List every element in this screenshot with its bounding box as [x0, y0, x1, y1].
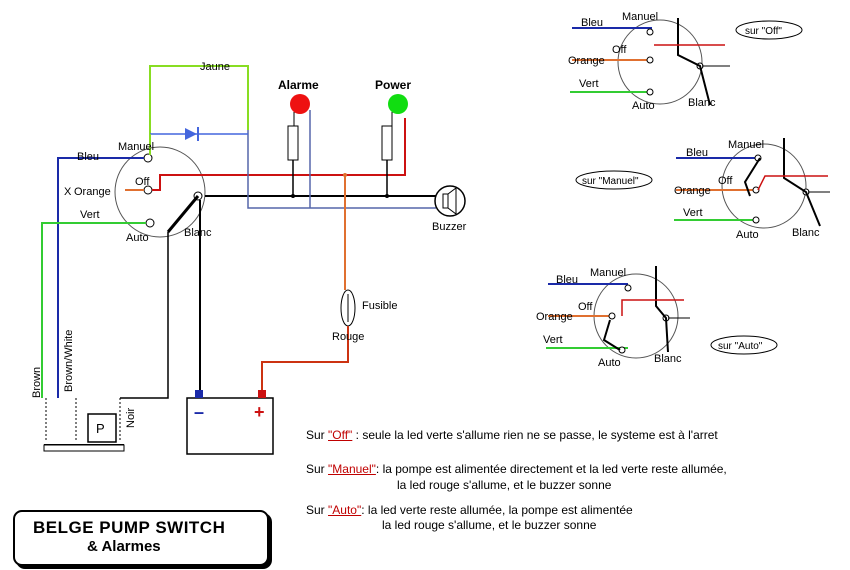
note-off: Sur "Off" : seule la led verte s'allume … [306, 428, 718, 442]
auto-label-auto: Auto [598, 357, 621, 369]
label-orange: Orange [74, 186, 111, 198]
label-vert: Vert [80, 209, 100, 221]
off-label-orange: Orange [568, 55, 605, 67]
label-brown: Brown [31, 367, 43, 398]
manuel-label-auto: Auto [736, 229, 759, 241]
label-noir: Noir [125, 407, 137, 428]
label-jaune: Jaune [200, 61, 230, 73]
note-off-text: : seule la led verte s'allume rien ne se… [352, 428, 718, 442]
main-switch-lever [166, 195, 200, 233]
manuel-label-blanc: Blanc [792, 227, 820, 239]
auto-label-off: Off [578, 301, 593, 313]
main-switch [114, 146, 206, 238]
manuel-state-label: sur "Manuel" [582, 176, 639, 187]
resistor-alarme [287, 125, 299, 161]
note-auto-text: : la led verte reste allumée, la pompe e… [361, 503, 633, 517]
label-power: Power [375, 78, 411, 92]
main-terminal-manuel [143, 153, 153, 163]
orange-cut-mark: X [64, 186, 72, 198]
manuel-label-orange: Orange [674, 185, 711, 197]
off-label-blanc: Blanc [688, 97, 716, 109]
off-label-manuel: Manuel [622, 11, 658, 23]
off-label-auto: Auto [632, 100, 655, 112]
auto-label-blanc: Blanc [654, 353, 682, 365]
wire-rouge-battery [261, 326, 349, 392]
green-led-icon [388, 94, 408, 114]
note-manuel-prefix: Sur [306, 462, 329, 476]
note-manuel: Sur "Manuel": la pompe est alimentée dir… [306, 462, 727, 476]
note-auto: Sur "Auto": la led verte reste allumée, … [306, 503, 633, 517]
wire-jaune [149, 65, 249, 138]
label-manuel: Manuel [118, 141, 154, 153]
auto-label-vert: Vert [543, 334, 563, 346]
diode-icon [185, 128, 197, 140]
note-auto-key: "Auto" [328, 503, 362, 517]
red-led-icon [290, 94, 310, 114]
off-label-bleu: Bleu [581, 17, 603, 29]
title-line2: & Alarmes [87, 538, 161, 555]
pump [43, 398, 125, 452]
manuel-label-off: Off [718, 175, 733, 187]
auto-label-manuel: Manuel [590, 267, 626, 279]
label-alarme: Alarme [278, 78, 319, 92]
buzzer [434, 185, 466, 217]
note-manuel-line2: la led rouge s'allume, et le buzzer sonn… [397, 478, 612, 492]
wire-red-top [152, 118, 406, 191]
switch-manuel-diagram: Bleu Manuel Off Orange Vert Auto Blanc s… [575, 138, 830, 241]
resistor-power [381, 125, 393, 161]
wire-bleu-main [57, 157, 144, 398]
battery-minus-label: – [194, 402, 204, 422]
power-led [381, 94, 408, 196]
manuel-label-manuel: Manuel [728, 139, 764, 151]
main-terminal-auto [145, 218, 155, 228]
auto-label-orange: Orange [536, 311, 573, 323]
switch-off-diagram: Bleu Manuel Off Orange Vert Auto Blanc s… [568, 11, 803, 112]
label-bleu: Bleu [77, 151, 99, 163]
off-label-off: Off [612, 44, 627, 56]
label-buzzer: Buzzer [432, 221, 467, 233]
note-off-prefix: Sur [306, 428, 329, 442]
label-blanc: Blanc [184, 227, 212, 239]
label-rouge: Rouge [332, 331, 364, 343]
note-auto-line2: la led rouge s'allume, et le buzzer sonn… [382, 518, 597, 532]
off-state-label: sur "Off" [745, 26, 782, 37]
note-manuel-text: : la pompe est alimentée directement et … [375, 462, 727, 476]
battery-plus-label: + [254, 402, 265, 422]
title-line1: BELGE PUMP SWITCH [33, 518, 226, 537]
wire-noir [120, 232, 169, 399]
title-box: BELGE PUMP SWITCH & Alarmes [13, 510, 269, 566]
label-auto: Auto [126, 232, 149, 244]
alarme-led [287, 94, 311, 208]
manuel-label-vert: Vert [683, 207, 703, 219]
auto-state-label: sur "Auto" [718, 341, 763, 352]
auto-label-bleu: Bleu [556, 274, 578, 286]
wire-grey-bus [247, 125, 436, 209]
main-switch-body [114, 146, 206, 238]
label-brown-white: Brown/White [63, 330, 75, 392]
note-off-key: "Off" [328, 428, 353, 442]
switch-auto-diagram: Bleu Manuel Off Orange Vert Auto Blanc s… [536, 266, 778, 369]
off-label-vert: Vert [579, 78, 599, 90]
note-manuel-key: "Manuel" [328, 462, 376, 476]
manuel-label-bleu: Bleu [686, 147, 708, 159]
label-fusible: Fusible [362, 300, 397, 312]
label-off: Off [135, 176, 150, 188]
wire-vert-main [41, 222, 146, 398]
note-auto-prefix: Sur [306, 503, 329, 517]
battery [186, 390, 274, 455]
pump-label: P [96, 421, 105, 436]
